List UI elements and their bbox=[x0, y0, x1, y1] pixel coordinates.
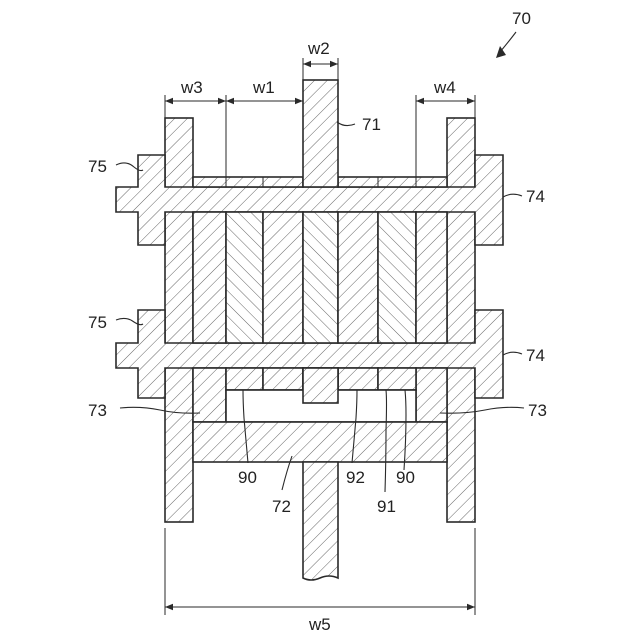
label-w1: w1 bbox=[252, 78, 275, 97]
left-wall bbox=[165, 118, 193, 522]
label-90-right: 90 bbox=[396, 468, 415, 487]
ref-70: 70 bbox=[512, 9, 531, 28]
label-90-left: 90 bbox=[238, 468, 257, 487]
ref-arrowhead bbox=[496, 46, 506, 58]
label-75-top: 75 bbox=[88, 157, 107, 176]
label-75-bottom: 75 bbox=[88, 313, 107, 332]
label-w3: w3 bbox=[180, 78, 203, 97]
shaft bbox=[303, 462, 338, 580]
label-w4: w4 bbox=[433, 78, 456, 97]
center-spine bbox=[303, 80, 338, 187]
label-71: 71 bbox=[362, 115, 381, 134]
label-91: 91 bbox=[377, 497, 396, 516]
right-wall bbox=[447, 118, 475, 522]
lower-inner bbox=[193, 368, 447, 422]
label-72: 72 bbox=[272, 497, 291, 516]
label-w5: w5 bbox=[308, 615, 331, 634]
base-plate bbox=[193, 422, 447, 462]
lamination-stack bbox=[193, 212, 447, 343]
label-w2: w2 bbox=[307, 39, 330, 58]
label-73-left: 73 bbox=[88, 401, 107, 420]
label-74-bottom: 74 bbox=[526, 346, 545, 365]
label-92: 92 bbox=[346, 468, 365, 487]
label-74-top: 74 bbox=[526, 187, 545, 206]
label-73-right: 73 bbox=[528, 401, 547, 420]
